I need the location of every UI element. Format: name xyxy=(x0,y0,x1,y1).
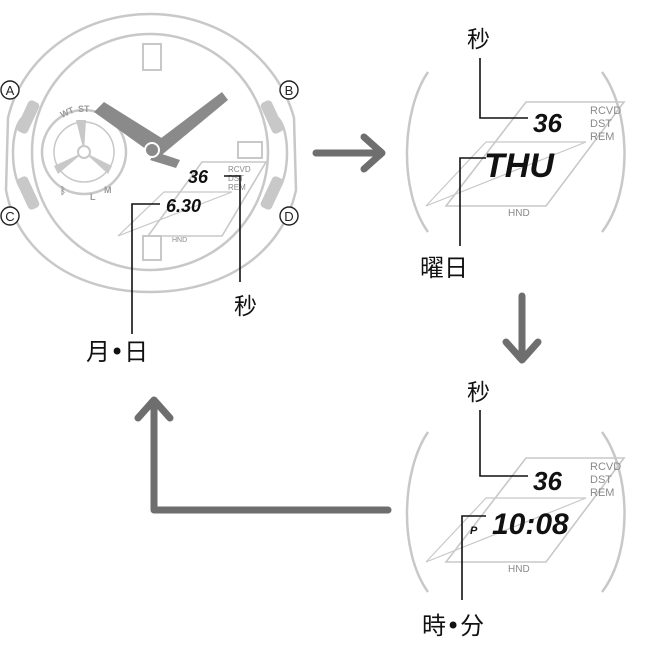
button-letter-b: B xyxy=(285,83,294,98)
pusher-a[interactable] xyxy=(15,99,40,135)
hour-hand[interactable] xyxy=(94,102,168,152)
weekday-readout: THU xyxy=(484,147,555,185)
minute-hand[interactable] xyxy=(148,92,228,158)
button-badge-c xyxy=(0,206,20,226)
weekday-lcd-outline xyxy=(444,101,626,207)
main-indicator-hnd: HND xyxy=(172,237,187,244)
sub-dial-hand-pivot xyxy=(77,145,91,159)
button-badge-a xyxy=(0,80,20,100)
lcd-panel-outline-inner xyxy=(117,191,233,237)
sub-dial-hand xyxy=(54,120,112,174)
marker-6 xyxy=(142,235,162,261)
caption-main-seconds: 秒 xyxy=(234,294,257,320)
subdial-label-wt: WT xyxy=(59,105,76,120)
time-lcd-outline xyxy=(444,457,626,563)
sub-dial-hand-blade-1 xyxy=(76,120,86,152)
leader-weekday xyxy=(459,157,486,246)
subdial-label-st: ST xyxy=(78,104,90,114)
sub-dial xyxy=(40,108,128,196)
weekday-screen: 36 THU RCVD DST REM HND xyxy=(405,71,626,233)
subdial-label-l: L xyxy=(90,192,96,202)
arrow-to-time-head xyxy=(502,338,542,364)
pusher-b[interactable] xyxy=(259,99,284,135)
main-indicator-dst: DST xyxy=(228,174,244,183)
time-lcd-outline-inner xyxy=(425,497,587,563)
weekday-indicator-hnd: HND xyxy=(508,208,530,219)
leader-month-day xyxy=(131,203,160,334)
button-label-a: A xyxy=(0,80,20,100)
hand-tail xyxy=(150,152,180,168)
button-letter-d: D xyxy=(284,209,293,224)
main-indicator-rcvd: RCVD xyxy=(228,165,251,174)
sub-dial-hand-blade-2 xyxy=(54,152,84,174)
caption-month-day: 月•日 xyxy=(86,338,148,366)
hand-pivot xyxy=(144,142,160,158)
time-screen-bezel-left xyxy=(405,431,430,593)
button-label-b: B xyxy=(279,80,299,100)
button-label-c: C xyxy=(0,206,20,226)
subdial-label-m: M xyxy=(104,185,112,195)
time-indicator-hnd: HND xyxy=(508,564,530,575)
lcd-panel-outline xyxy=(146,161,268,237)
main-indicator-rem: REM xyxy=(228,183,246,192)
button-letter-a: A xyxy=(6,83,15,98)
arrow-to-time xyxy=(502,292,542,364)
leader-weekday-seconds xyxy=(479,58,528,119)
watch-bezel xyxy=(30,32,270,272)
main-hands xyxy=(94,92,228,168)
caption-hour-minute: 時•分 xyxy=(422,612,484,640)
weekday-screen-bezel-right xyxy=(600,71,626,233)
button-label-d: D xyxy=(279,206,299,226)
caption-time-seconds: 秒 xyxy=(467,380,490,406)
caption-weekday-seconds: 秒 xyxy=(467,27,490,53)
time-seconds-readout: 36 xyxy=(533,466,562,496)
weekday-lcd-outline-inner xyxy=(425,141,587,207)
arrow-back-to-main xyxy=(134,396,392,514)
marker-3 xyxy=(237,141,263,159)
time-indicator-dst: DST xyxy=(590,474,612,486)
time-readout: 10:08 xyxy=(492,508,569,541)
sub-dial-hand-blade-3 xyxy=(84,152,112,174)
weekday-screen-bezel-left xyxy=(405,71,430,233)
main-seconds-readout: 36 xyxy=(188,167,209,187)
main-date-readout: 6.30 xyxy=(166,196,201,216)
arrow-to-weekday-head xyxy=(360,133,386,173)
caption-weekday: 曜日 xyxy=(420,254,468,282)
watch-case xyxy=(4,12,298,294)
leader-main-seconds xyxy=(224,175,241,282)
pusher-d[interactable] xyxy=(259,175,284,211)
button-badge-b xyxy=(279,80,299,100)
time-screen-bezel-right xyxy=(600,431,626,593)
weekday-seconds-readout: 36 xyxy=(533,108,562,138)
time-indicator-rem: REM xyxy=(590,487,614,499)
leader-hour-minute xyxy=(461,515,486,600)
pusher-c[interactable] xyxy=(15,175,40,211)
leader-time-seconds xyxy=(479,410,528,477)
arrow-back-to-main-shaft xyxy=(150,398,392,514)
weekday-indicator-dst: DST xyxy=(590,118,612,130)
marker-12 xyxy=(142,43,162,71)
watch-face: A B C D WT ST TR L M ᛒ xyxy=(0,12,299,294)
button-badge-d xyxy=(279,206,299,226)
arrow-back-to-main-head xyxy=(134,396,174,422)
weekday-indicator-rcvd: RCVD xyxy=(590,105,621,117)
button-letter-c: C xyxy=(5,209,14,224)
arrow-to-weekday xyxy=(312,133,386,173)
time-pm-indicator: P xyxy=(470,525,478,537)
weekday-indicator-rem: REM xyxy=(590,131,614,143)
bluetooth-icon: ᛒ xyxy=(60,185,66,197)
time-indicator-rcvd: RCVD xyxy=(590,461,621,473)
time-screen: 36 P 10:08 RCVD DST REM HND xyxy=(405,431,626,593)
